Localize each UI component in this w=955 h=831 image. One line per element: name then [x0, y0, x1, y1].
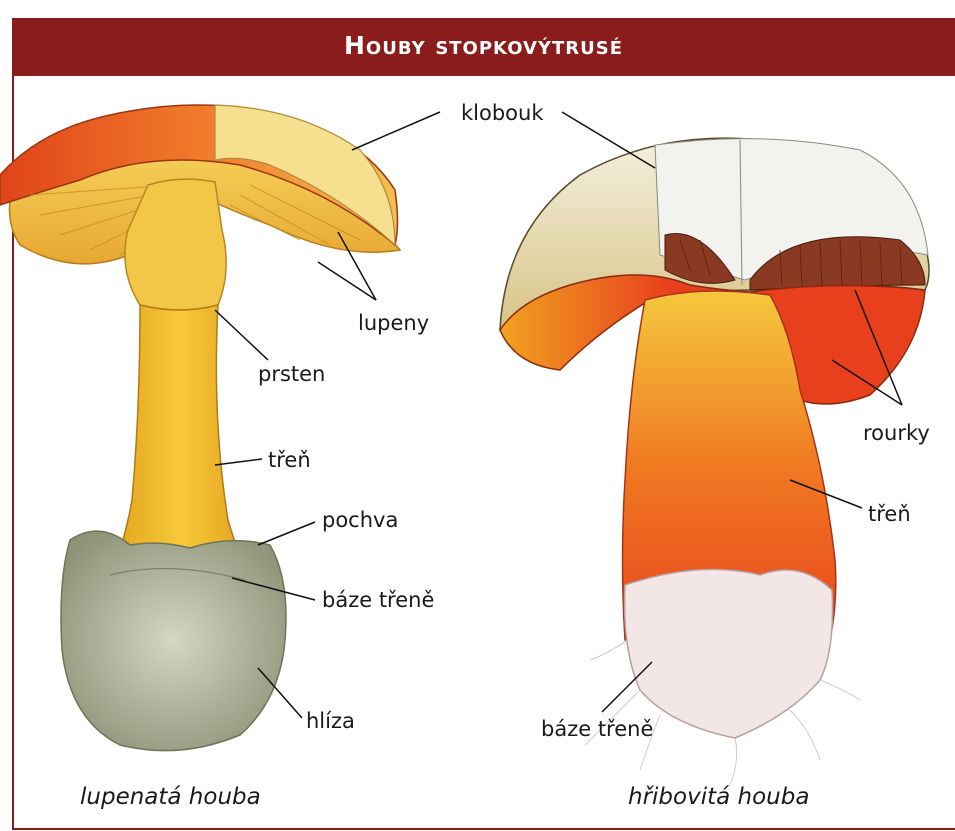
label-tren-right: třeň: [868, 502, 911, 526]
label-pochva: pochva: [322, 508, 398, 532]
gilled-mushroom-drawing: [0, 105, 400, 751]
label-baze-right: báze třeně: [541, 717, 653, 741]
bolete-mushroom-drawing: [500, 138, 929, 785]
bolete-base: [625, 569, 833, 738]
label-tren-left: třeň: [268, 448, 311, 472]
label-baze-left: báze třeně: [322, 588, 434, 612]
label-rourky: rourky: [863, 421, 930, 445]
label-klobouk: klobouk: [461, 101, 544, 125]
label-lupeny: lupeny: [358, 311, 429, 335]
volva: [61, 531, 286, 751]
label-hliza: hlíza: [306, 709, 355, 733]
label-prsten: prsten: [258, 362, 325, 386]
gilled-stem: [110, 305, 250, 580]
caption-right: hřibovitá houba: [628, 784, 809, 810]
caption-left: lupenatá houba: [80, 784, 261, 810]
